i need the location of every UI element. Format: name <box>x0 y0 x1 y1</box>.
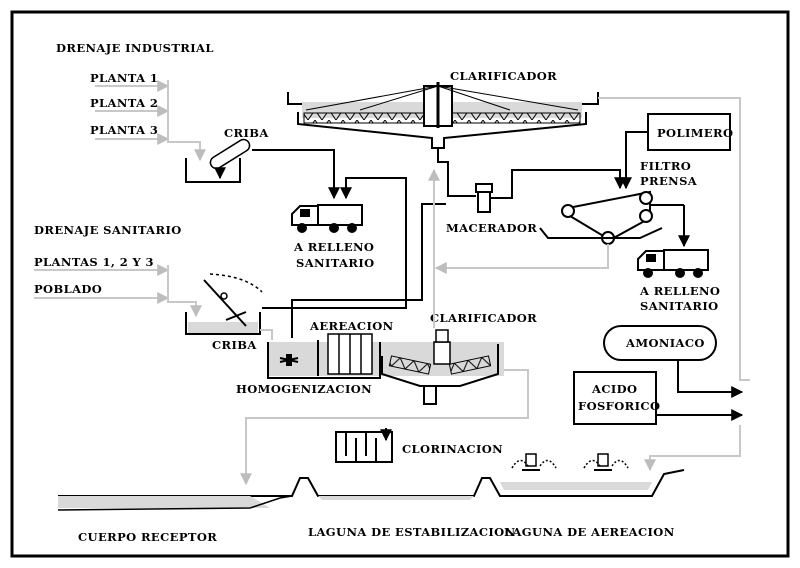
chem-dose-pipe <box>644 425 741 472</box>
relleno2-label-a: A RELLENO <box>639 284 720 298</box>
criba-to-homog-pipe <box>260 329 273 340</box>
outer-frame <box>10 10 790 558</box>
homog-return-pipe <box>291 203 446 338</box>
criba-to-truck-pipe <box>252 149 340 200</box>
filtro-label-2: PRENSA <box>640 174 698 188</box>
poblado-label: POBLADO <box>34 282 102 296</box>
clorinacion-label: CLORINACION <box>402 442 503 456</box>
aerator-icon <box>511 453 557 471</box>
criba-bottom-to-truck-pipe <box>262 177 407 309</box>
relleno2-label-b: SANITARIO <box>640 299 719 313</box>
planta2-label: PLANTA 2 <box>90 96 158 110</box>
lagoons <box>57 469 685 511</box>
criba-bottom-screen <box>185 273 263 335</box>
polimero-label: POLIMERO <box>657 126 733 140</box>
planta3-label: PLANTA 3 <box>90 123 158 137</box>
amoniaco-pipe <box>677 360 744 398</box>
acido-label-2: FOSFORICO <box>578 399 660 413</box>
plantas-label: PLANTAS 1, 2 Y 3 <box>34 255 154 269</box>
planta1-label: PLANTA 1 <box>90 71 158 85</box>
clarificador-top-label: CLARIFICADOR <box>450 69 557 83</box>
amoniaco-box <box>603 325 717 361</box>
clarificador-top-tank <box>287 82 599 149</box>
aereacion-label: AEREACION <box>309 319 394 333</box>
truck-icon <box>637 249 709 278</box>
criba-bottom-label: CRIBA <box>212 338 257 352</box>
acido-box <box>573 371 657 425</box>
clarifier-overflow-pipe <box>598 97 750 381</box>
criba-top-screen <box>185 138 251 183</box>
relleno1-label-a: A RELLENO <box>293 240 374 254</box>
aeration-to-clorination-pipe <box>240 369 529 486</box>
sanitary-inlet-pipes <box>34 264 202 318</box>
homogenization-aeration-tank <box>267 329 504 405</box>
filtro-prensa-unit <box>539 190 663 245</box>
macerador-to-filtro-pipe <box>490 169 626 199</box>
industrial-inlet-pipes <box>95 80 206 162</box>
relleno1-label-b: SANITARIO <box>296 256 375 270</box>
truck-icon <box>291 204 363 233</box>
homogenizacion-label: HOMOGENIZACION <box>236 382 372 396</box>
criba-top-label: CRIBA <box>224 126 269 140</box>
amoniaco-label: AMONIACO <box>625 336 705 350</box>
laguna-estabilizacion-label: LAGUNA DE ESTABILIZACION <box>308 525 516 539</box>
aerator-icon <box>583 453 629 471</box>
clarifier-sludge-pipe <box>437 148 476 197</box>
filtro-return-pipe <box>434 244 609 274</box>
acido-label-1: ACIDO <box>591 382 637 396</box>
cuerpo-receptor-label: CUERPO RECEPTOR <box>78 530 217 544</box>
filtro-label-1: FILTRO <box>640 159 691 173</box>
polimero-pipe <box>620 131 648 190</box>
drenaje-industrial-label: DRENAJE INDUSTRIAL <box>56 41 214 55</box>
clarificador-bottom-label: CLARIFICADOR <box>430 311 537 325</box>
clorinacion-tank <box>335 428 393 463</box>
drenaje-sanitario-label: DRENAJE SANITARIO <box>34 223 182 237</box>
macerador-label: MACERADOR <box>446 221 537 235</box>
macerador-unit <box>475 183 493 213</box>
laguna-aereacion-label: LAGUNA DE AEREACION <box>504 525 675 539</box>
polimero-box <box>647 113 731 151</box>
